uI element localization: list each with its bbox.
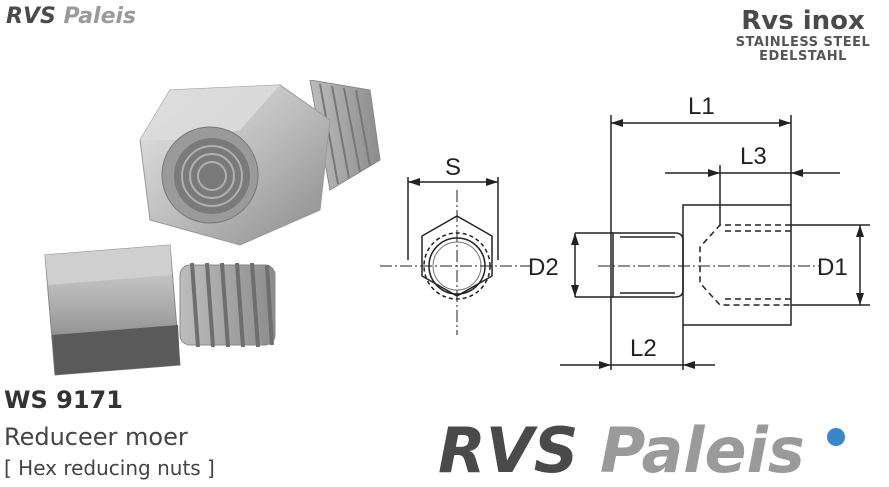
product-photo bbox=[44, 80, 381, 376]
technical-drawing: S D2 L1 L3 D1 L2 bbox=[380, 93, 870, 370]
upper-nut bbox=[139, 80, 381, 246]
brand-block: Rvs inox STAINLESS STEEL EDELSTAHL bbox=[723, 6, 883, 64]
logo-small-rvs: RVS bbox=[6, 4, 56, 29]
logo-small-paleis: Paleis bbox=[63, 4, 137, 29]
label-d1: D1 bbox=[817, 254, 848, 281]
label-l3: L3 bbox=[740, 143, 767, 170]
logo-dot bbox=[827, 428, 845, 446]
brand-line-edelstahl: EDELSTAHL bbox=[759, 49, 847, 64]
product-name-en: [ Hex reducing nuts ] bbox=[4, 456, 215, 480]
logo-small: RVS Paleis bbox=[6, 4, 136, 29]
label-l2: L2 bbox=[630, 335, 657, 362]
logo-large-rvs: RVS bbox=[438, 414, 579, 487]
product-name-nl: Reduceer moer bbox=[4, 423, 188, 451]
lower-nut bbox=[44, 244, 276, 376]
logo-large-paleis: Paleis bbox=[599, 414, 805, 487]
label-d2: D2 bbox=[528, 254, 559, 281]
brand-title: Rvs inox bbox=[741, 6, 865, 36]
brand-line-stainless: STAINLESS STEEL bbox=[735, 35, 871, 50]
logo-large: RVS Paleis bbox=[438, 418, 805, 484]
nut-body-side bbox=[682, 204, 792, 326]
label-s: S bbox=[445, 154, 461, 181]
threaded-stub bbox=[612, 232, 684, 298]
label-l1: L1 bbox=[688, 93, 715, 120]
product-code: WS 9171 bbox=[4, 386, 123, 414]
